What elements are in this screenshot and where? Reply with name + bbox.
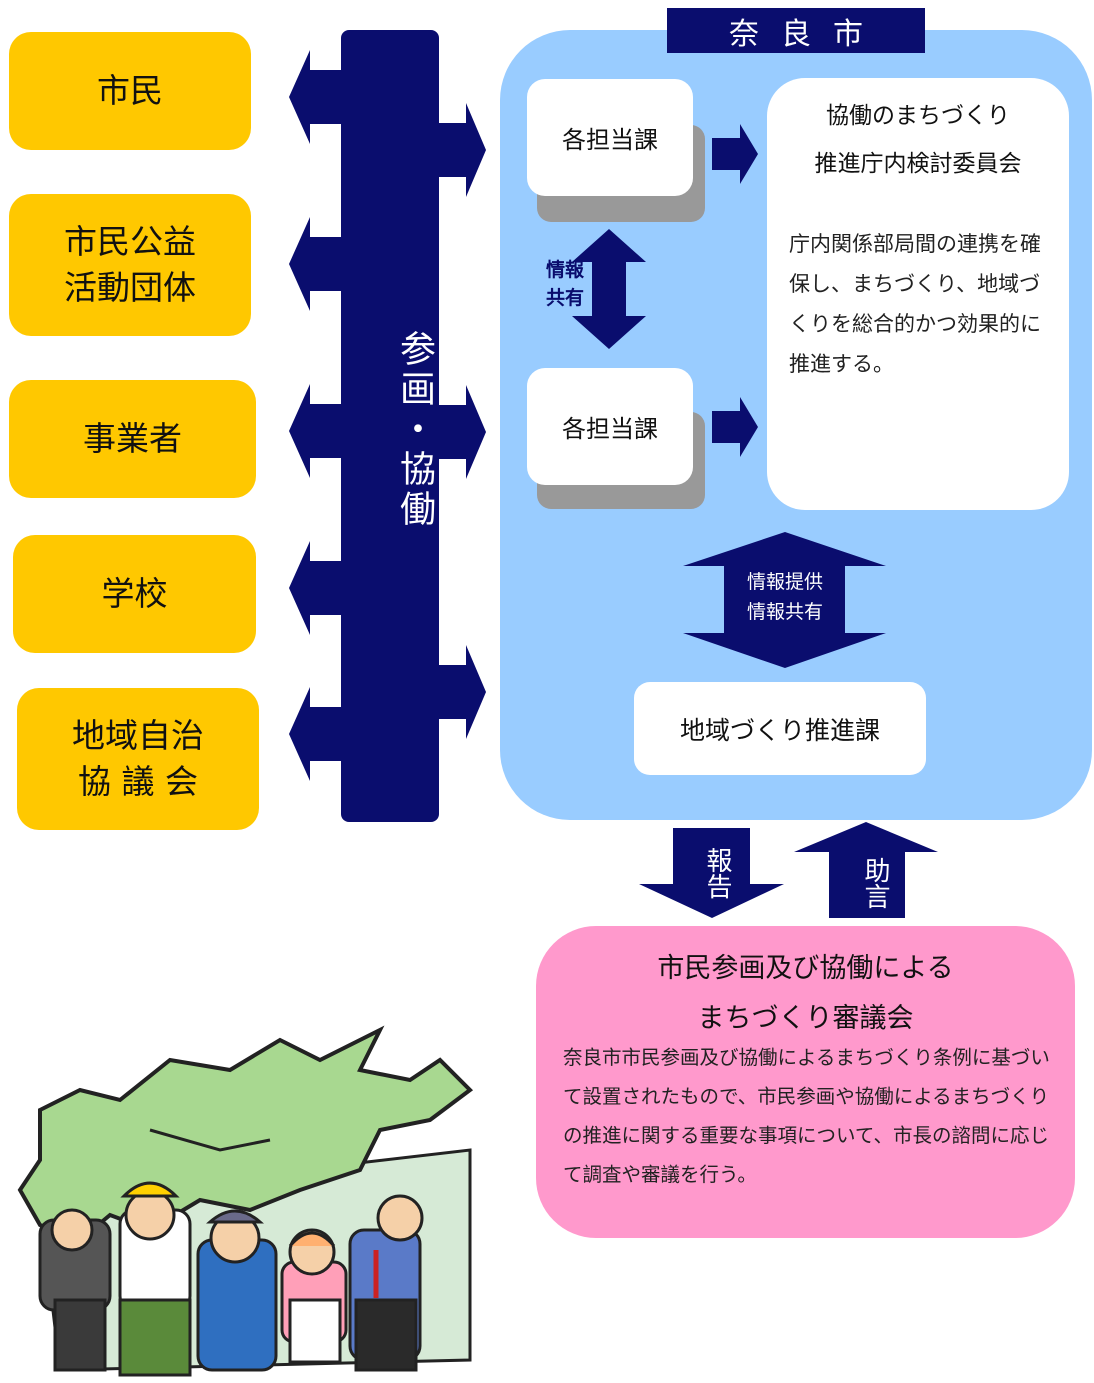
advice-arrow: [794, 822, 938, 918]
advice-label: 助言: [860, 857, 890, 909]
arrow-to-civic-groups: [289, 217, 342, 311]
committee-title: 協働のまちづくり 推進庁内検討委員会: [814, 103, 1022, 177]
department-box-1: 各担当課: [527, 79, 693, 196]
arrow-to-city-3: [438, 645, 486, 739]
info-share-label: 情報 共有: [545, 259, 584, 309]
department-box-2: 各担当課: [527, 368, 693, 485]
arrow-dept2-to-committee: [712, 397, 758, 457]
stakeholder-businesses: 事業者: [9, 380, 256, 498]
bar-label: 参画・協働: [394, 330, 435, 530]
arrow-dept1-to-committee: [712, 124, 758, 184]
council-box: [536, 926, 1075, 1238]
report-arrow: [639, 828, 784, 918]
regional-development-section: 地域づくり推進課: [634, 682, 926, 775]
city-title: 奈良市: [667, 8, 925, 53]
arrow-to-citizens: [289, 50, 342, 144]
info-provision-double-arrow: [683, 532, 886, 668]
arrow-to-city-1: [438, 103, 486, 197]
arrow-to-community-council: [289, 687, 342, 781]
arrow-to-schools: [289, 541, 342, 635]
arrow-to-businesses: [289, 384, 342, 478]
committee-description: 庁内関係部局間の連携を確保し、まちづくり、地域づくりを総合的かつ効果的に推進する…: [789, 232, 1041, 376]
stakeholder-citizens: 市民: [9, 32, 251, 150]
info-share-double-arrow: [572, 229, 646, 349]
stakeholder-civic-groups: 市民公益 活動団体: [9, 194, 251, 336]
people-lifting-japan-map-illustration: [17, 1025, 474, 1377]
report-label: 報告: [702, 847, 732, 899]
stakeholder-community-council: 地域自治 協 議 会: [17, 688, 259, 830]
stakeholder-schools: 学校: [13, 535, 256, 653]
committee-box: [767, 78, 1069, 510]
info-provision-label: 情報提供 情報共有: [746, 571, 823, 623]
council-description: 奈良市市民参画及び協働によるまちづくり条例に基づいて設置されたもので、市民参画や…: [563, 1046, 1050, 1186]
council-title: 市民参画及び協働による まちづくり審議会: [657, 953, 954, 1034]
participation-collaboration-bar: [341, 30, 439, 822]
arrow-to-city-2: [438, 385, 486, 479]
